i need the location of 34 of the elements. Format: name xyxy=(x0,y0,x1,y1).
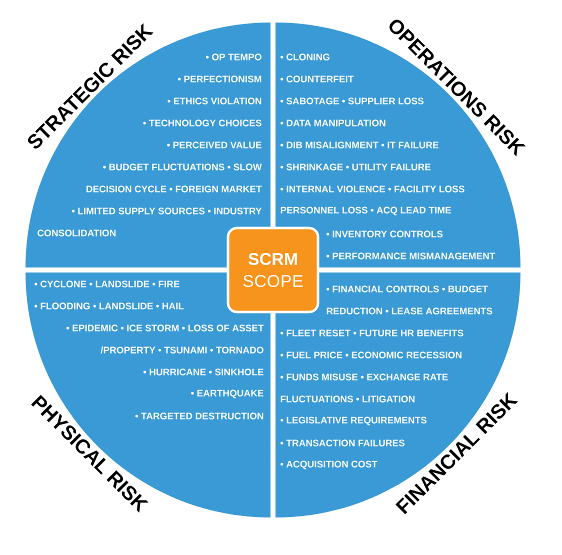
risk-list-line: • CYCLONE • LANDSLIDE • FIRE xyxy=(34,280,180,288)
risk-list-line: • HURRICANE • SINKHOLE xyxy=(143,368,264,376)
risk-list-line: • TARGETED DESTRUCTION xyxy=(135,412,264,420)
risk-list-line: • INTERNAL VIOLENCE • FACILITY LOSS xyxy=(280,186,464,192)
risk-list-line: • BUDGET FLUCTUATIONS • SLOW xyxy=(103,164,262,170)
risk-list-line: • PERCEIVED VALUE xyxy=(167,142,262,148)
risk-list-line: • OP TEMPO xyxy=(206,54,262,60)
risk-list-line: • DIB MISALIGNMENT • IT FAILURE xyxy=(280,142,438,148)
risk-list-line: • TECHNOLOGY CHOICES xyxy=(143,120,262,126)
risk-list-line: • LIMITED SUPPLY SOURCES • INDUSTRY xyxy=(72,208,262,214)
risk-list-line: • EPIDEMIC • ICE STORM • LOSS OF ASSET xyxy=(66,324,264,332)
risk-list-line: • PERFORMANCE MISMANAGEMENT xyxy=(326,252,496,260)
risk-list-line: • EARTHQUAKE xyxy=(191,390,264,398)
risk-list-line: • ETHICS VIOLATION xyxy=(168,98,262,104)
risk-list-line: • FLOODING • LANDSLIDE • HAIL xyxy=(34,302,184,310)
risk-list-line: • FLEET RESET • FUTURE HR BENEFITS xyxy=(280,330,464,336)
risk-list-line: CONSOLIDATION xyxy=(38,230,116,236)
risk-list-line: • FINANCIAL CONTROLS • BUDGET xyxy=(326,286,488,292)
risk-list-line: • INVENTORY CONTROLS xyxy=(326,230,443,238)
risk-list-line: • PERFECTIONISM xyxy=(178,76,262,82)
scope-box: SCRM SCOPE xyxy=(226,226,320,314)
risk-list-line: • CLONING xyxy=(280,54,330,60)
risk-list-line: • FUNDS MISUSE • EXCHANGE RATE xyxy=(280,374,448,380)
risk-list-line: FLUCTUATIONS • LITIGATION xyxy=(280,396,414,402)
risk-list-line: DECISION CYCLE • FOREIGN MARKET xyxy=(86,186,262,192)
risk-list-line: • DATA MANIPULATION xyxy=(280,120,386,126)
risk-list-line: • COUNTERFEIT xyxy=(280,76,354,82)
risk-list-line: PERSONNEL LOSS • ACQ LEAD TIME xyxy=(280,206,452,216)
risk-list-line: REDUCTION • LEASE AGREEMENTS xyxy=(326,308,492,314)
risk-list-line: /PROPERTY • TSUNAMI • TORNADO xyxy=(100,346,264,354)
risk-list-line: • FUEL PRICE • ECONOMIC RECESSION xyxy=(280,352,462,358)
risk-list-line: • ACQUISITION COST xyxy=(280,460,378,470)
risk-list-line: • LEGISLATIVE REQUIREMENTS xyxy=(280,416,427,426)
risk-list-line: • SHRINKAGE • UTILITY FAILURE xyxy=(280,164,431,170)
